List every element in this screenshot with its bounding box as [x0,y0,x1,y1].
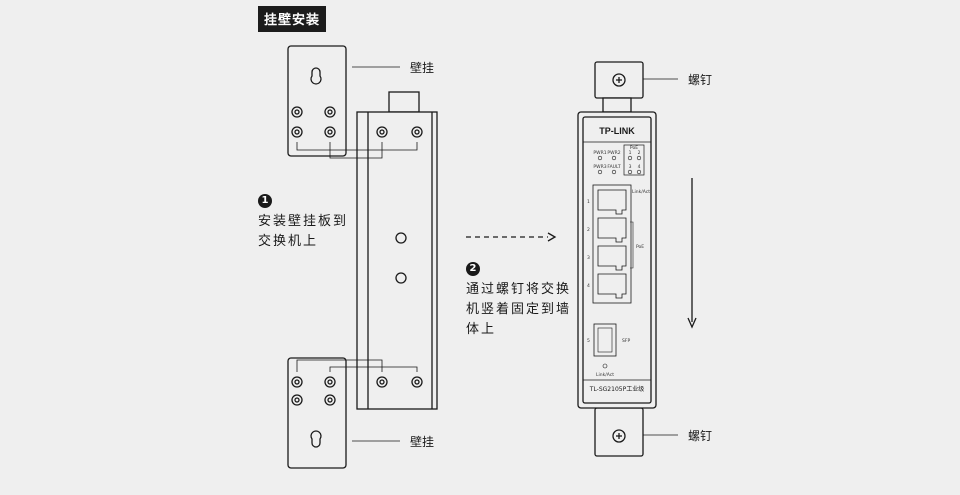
led-label-3: 3 [629,164,632,170]
section-title: 挂壁安装 [258,6,327,32]
vertical-arrow [687,178,697,329]
led-label-fault: FAULT [607,164,620,170]
alignment-lines [296,142,418,372]
step-2-text: 通过螺钉将交换 机竖着固定到墙 体上 [466,280,571,340]
led-label-1: 1 [629,150,632,156]
led-label-pwr3: PWR3 [593,164,606,170]
device-model: TL-SG2105P工业级 [589,385,644,393]
port-number-1: 1 [587,199,590,205]
led-label-pwr1: PWR1 [593,150,606,156]
led-label-pwr2: PWR2 [607,150,620,156]
step-arrow [466,232,557,242]
step-2-line-1: 通过螺钉将交换 [466,282,572,297]
step-1-line-2: 交换机上 [258,234,319,249]
wall-plate-bottom [287,357,347,469]
screw-label-bottom: 螺钉 [688,429,713,443]
step-2-line-3: 体上 [466,322,497,337]
step-1-line-1: 安装壁挂板到 [258,214,349,229]
led-label-poe: PoE [630,145,638,151]
wall-hanger-label-bottom: 壁挂 [410,435,435,449]
screw-holes [291,106,423,406]
port-number-4: 4 [587,283,590,289]
device-brand: TP-LINK [599,126,635,136]
port-number-5: 5 [587,338,590,344]
led-label-4: 4 [638,164,641,170]
step-1-text: 安装壁挂板到 交换机上 [258,212,348,252]
switch-front-view [577,61,657,457]
step-2-line-2: 机竖着固定到墙 [466,302,572,317]
sfp-label: SFP [622,338,630,344]
poe-label: PoE [636,244,644,250]
port-number-3: 3 [587,255,590,261]
sfp-link-act-label: Link/Act [596,372,614,378]
wall-hanger-label-top: 壁挂 [410,61,435,75]
wall-plate-top [287,45,347,157]
step-2-number: 2 [466,262,480,276]
port-number-2: 2 [587,227,590,233]
link-act-label: Link/Act [632,189,650,195]
step-1-number: 1 [258,194,272,208]
device-markings: TP-LINK PWR1 PWR2 PWR3 FAULT PoE 1 2 3 4… [587,126,650,393]
led-label-2: 2 [638,150,641,156]
screw-label-top: 螺钉 [688,73,713,87]
switch-side-view [356,91,438,410]
